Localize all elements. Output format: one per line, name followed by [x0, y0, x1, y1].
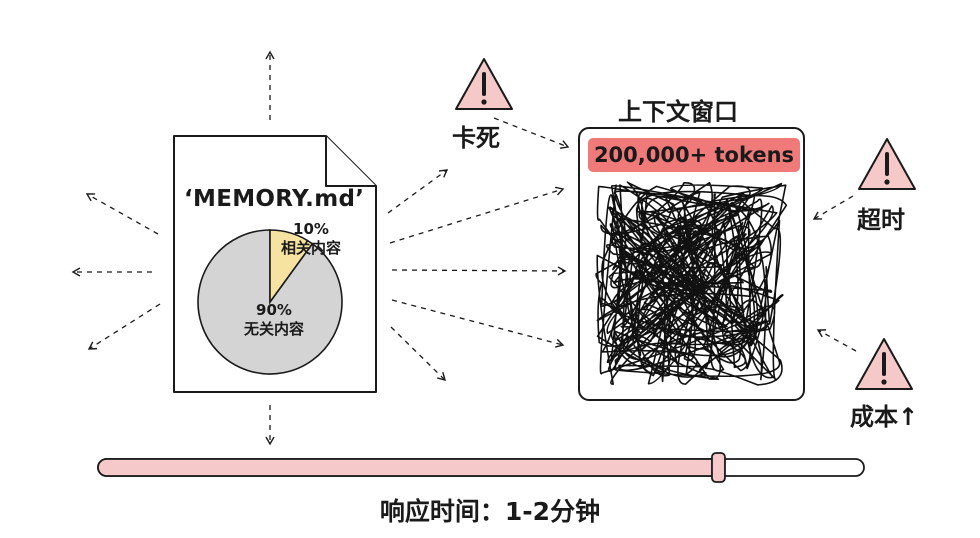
progress-handle: [711, 452, 726, 483]
arrow-to-context-1: [389, 186, 565, 244]
warning-timeout-icon: [858, 138, 916, 190]
leak-arrows: [71, 50, 857, 446]
response-time-label: 响应时间：1-2分钟: [379, 497, 601, 526]
relevant-content-label: 10% 相关内容: [281, 220, 341, 258]
context-window-title: 上下文窗口: [618, 98, 738, 126]
progress-fill: [97, 458, 720, 477]
relevant-percent: 10%: [293, 220, 329, 238]
content-pie-chart: [197, 229, 343, 375]
memory-document: [173, 135, 377, 393]
warning-cost-icon: [855, 338, 913, 390]
warning-freeze-icon: [455, 58, 513, 110]
arrow-to-context-2: [391, 266, 567, 276]
arrow-to-context-3: [391, 299, 565, 348]
context-window-box: [578, 127, 805, 401]
context-noise-scribble: [595, 181, 788, 386]
irrelevant-percent: 90%: [256, 301, 292, 319]
arrow-timeout-to-context: [812, 195, 854, 220]
arrow-lower-right: [390, 326, 447, 381]
warning-cost-label: 成本↑: [850, 403, 919, 431]
warning-timeout-label: 超时: [857, 206, 905, 234]
relevant-text: 相关内容: [281, 239, 342, 257]
response-time-progress: [97, 452, 865, 483]
pie-slice-relevant: [269, 229, 314, 305]
irrelevant-content-label: 90% 无关内容: [244, 301, 304, 339]
arrow-cost-to-context: [816, 329, 857, 352]
document-fold: [325, 136, 376, 187]
arrow-upper-left: [85, 193, 159, 235]
warning-icons: [455, 58, 916, 390]
warning-freeze-label: 卡死: [452, 124, 500, 152]
tokens-badge: 200,000+ tokens: [588, 138, 800, 172]
arrow-freeze-to-context: [493, 117, 570, 149]
irrelevant-text: 无关内容: [244, 320, 305, 338]
arrow-lower-left: [87, 303, 161, 350]
document-filename: ‘MEMORY.md’: [184, 186, 365, 212]
arrow-upper-right: [387, 169, 449, 214]
